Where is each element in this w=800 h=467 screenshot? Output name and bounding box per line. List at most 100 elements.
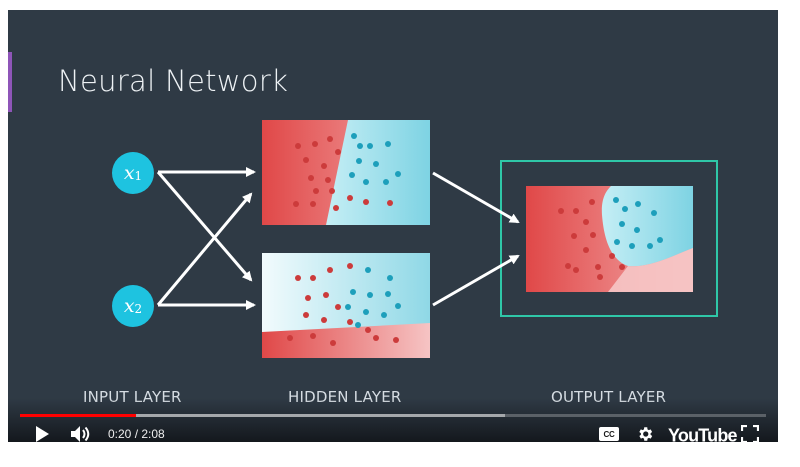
hidden-panel-1-blue-points <box>349 133 401 185</box>
youtube-logo[interactable]: YouTube <box>668 424 738 442</box>
fullscreen-icon <box>741 425 759 442</box>
scatter-point-red <box>347 263 353 269</box>
scatter-point-red <box>590 232 596 238</box>
network-diagram <box>156 120 718 358</box>
input-node-x1-var: x <box>123 162 135 184</box>
input-node-x2-var: x <box>123 295 135 317</box>
scatter-point-red <box>347 319 353 325</box>
scatter-point-blue <box>613 197 619 203</box>
scatter-point-red <box>333 205 339 211</box>
hidden-panel-1-red-points <box>293 136 393 211</box>
scatter-point-blue <box>619 221 625 227</box>
scatter-point-blue <box>345 304 351 310</box>
hidden-panel-2-blue-points <box>345 267 401 328</box>
volume-button[interactable] <box>68 422 94 442</box>
scatter-point-red <box>293 201 299 207</box>
hidden-panel-1 <box>262 120 430 225</box>
scatter-point-red <box>327 267 333 273</box>
scatter-point-blue <box>381 312 387 318</box>
scatter-point-red <box>589 199 595 205</box>
scatter-point-red <box>321 317 327 323</box>
closed-captions-icon: CC <box>599 427 619 441</box>
subtitles-button[interactable]: CC <box>596 422 622 442</box>
scatter-point-red <box>335 304 341 310</box>
progress-buffered <box>20 414 505 417</box>
scatter-point-red <box>595 264 601 270</box>
scatter-point-red <box>323 292 329 298</box>
volume-icon <box>71 426 90 442</box>
scatter-point-blue <box>351 133 357 139</box>
input-node-x1-sub: 1 <box>134 169 143 183</box>
output-panel <box>526 186 693 292</box>
scatter-point-blue <box>363 179 369 185</box>
output-panel-red-points <box>558 199 625 280</box>
fullscreen-button[interactable] <box>738 422 762 442</box>
play-button[interactable] <box>30 422 54 442</box>
scatter-point-red <box>373 335 379 341</box>
scatter-point-red <box>387 200 393 206</box>
scatter-point-red <box>313 188 319 194</box>
scatter-point-red <box>583 219 589 225</box>
gear-icon <box>639 427 653 441</box>
scatter-point-red <box>310 201 316 207</box>
scatter-point-blue <box>355 322 361 328</box>
scatter-point-blue <box>395 171 401 177</box>
scatter-point-blue <box>634 227 640 233</box>
time-display: 0:20 / 2:08 <box>108 427 165 441</box>
slide-accent-bar <box>8 52 12 112</box>
hidden-panel-2-red-points <box>287 263 399 346</box>
scatter-point-red <box>310 333 316 339</box>
scatter-point-blue <box>363 309 369 315</box>
scatter-point-red <box>305 295 311 301</box>
scatter-point-red <box>295 143 301 149</box>
play-icon <box>36 426 49 442</box>
scatter-point-red <box>303 312 309 318</box>
progress-bar[interactable] <box>20 414 766 417</box>
scatter-point-red <box>347 195 353 201</box>
scatter-point-blue <box>357 143 363 149</box>
video-player[interactable]: Neural Network <box>8 10 778 442</box>
scatter-point-blue <box>657 237 663 243</box>
scatter-point-blue <box>356 158 362 164</box>
closed-captions-label: CC <box>603 429 615 439</box>
scatter-point-red <box>287 335 293 341</box>
scatter-point-blue <box>651 210 657 216</box>
scatter-point-red <box>312 141 318 147</box>
scatter-point-red <box>393 337 399 343</box>
scatter-point-red <box>365 327 371 333</box>
scatter-point-blue <box>614 239 620 245</box>
progress-played <box>20 414 137 417</box>
scatter-point-blue <box>647 243 653 249</box>
scatter-point-red <box>573 208 579 214</box>
scatter-point-red <box>329 188 335 194</box>
scatter-point-red <box>565 263 571 269</box>
scatter-point-blue <box>367 143 373 149</box>
scatter-point-blue <box>387 275 393 281</box>
scatter-point-red <box>573 267 579 273</box>
scatter-point-red <box>335 149 341 155</box>
scatter-point-blue <box>350 289 356 295</box>
scatter-point-red <box>308 175 314 181</box>
slide-title: Neural Network <box>58 64 289 98</box>
scatter-point-red <box>609 253 615 259</box>
input-node-x2-sub: 2 <box>134 302 143 316</box>
output-panel-blue-points <box>613 197 663 249</box>
scatter-point-red <box>325 177 331 183</box>
scatter-point-blue <box>383 179 389 185</box>
hidden-panel-2 <box>262 253 430 358</box>
scatter-point-red <box>295 275 301 281</box>
scatter-point-red <box>321 163 327 169</box>
output-frame <box>500 160 718 317</box>
scatter-point-blue <box>373 161 379 167</box>
scatter-point-red <box>571 233 577 239</box>
settings-button[interactable] <box>633 422 657 442</box>
scatter-point-red <box>310 275 316 281</box>
scatter-point-blue <box>395 303 401 309</box>
scatter-point-red <box>330 340 336 346</box>
scatter-point-red <box>303 157 309 163</box>
scatter-point-red <box>363 199 369 205</box>
scatter-point-blue <box>349 172 355 178</box>
connection-arrows <box>156 167 520 310</box>
